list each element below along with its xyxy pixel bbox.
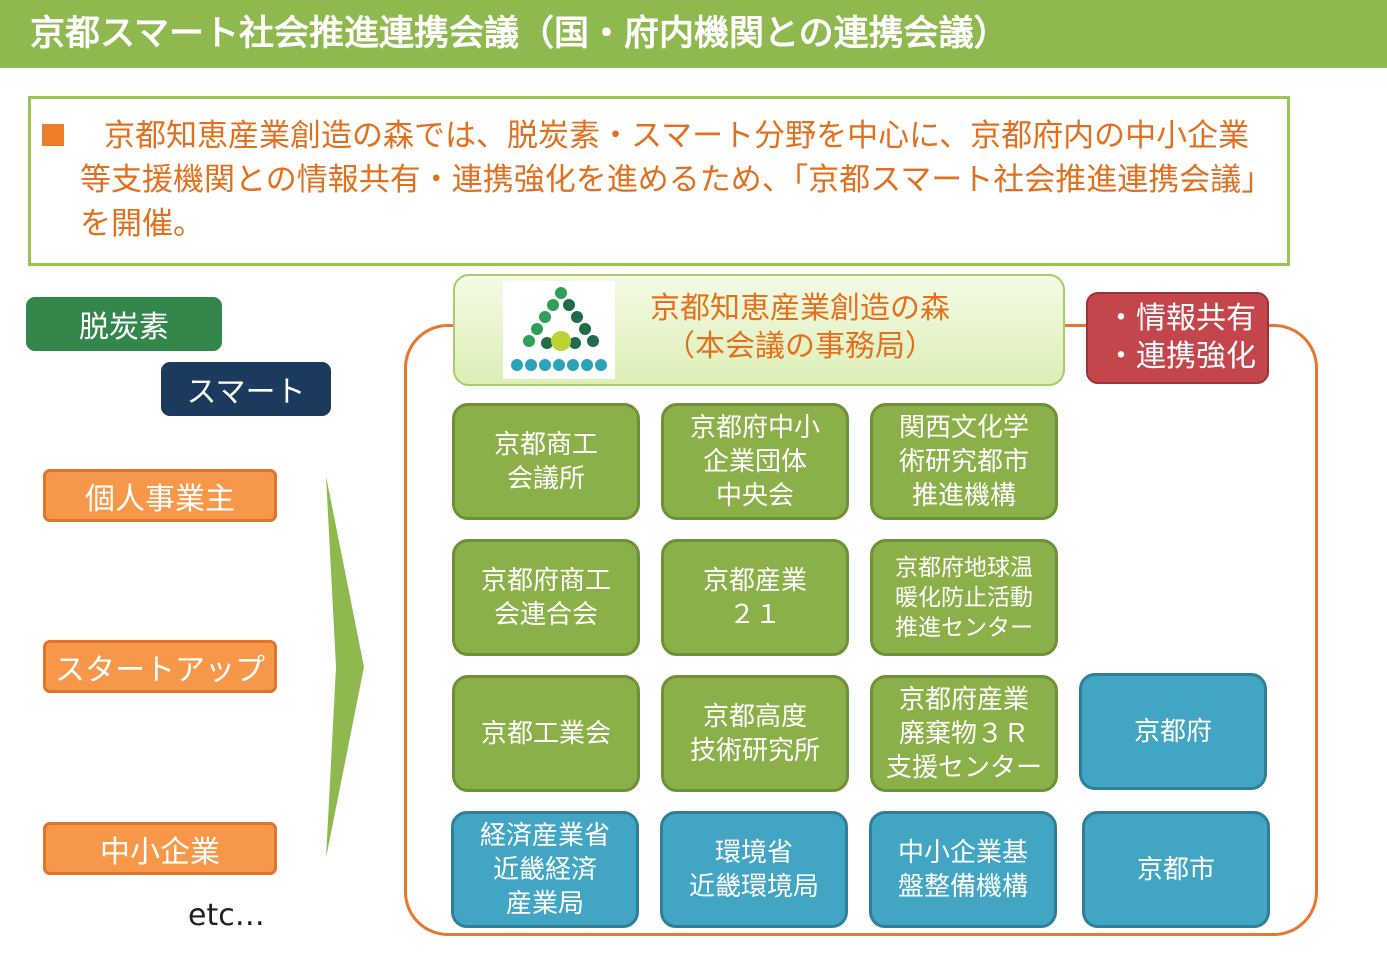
org-box: 京都商工 会議所 [452,403,640,520]
org-box: 環境省 近畿環境局 [660,811,848,928]
secretariat-text: 京都知恵産業創造の森 （本会議の事務局） [620,290,980,366]
arrow-right-icon [326,476,364,858]
info-item-cooperation: ・連携強化 [1106,339,1256,374]
org-label: 京都高度 技術研究所 [689,701,820,766]
org-label: 中小企業基 盤整備機構 [897,837,1028,902]
org-box: 京都府産業 廃棄物３Ｒ 支援センター [870,675,1058,792]
org-label: 京都産業 ２１ [702,565,807,630]
forest-logo-icon [503,281,615,379]
intro-text: 京都知恵産業創造の森では、脱炭素・スマート分野を中心に、京都府内の中小企業等支援… [80,118,1273,242]
segment-sole-proprietor: 個人事業主 [43,469,277,522]
etc-label: etc… [188,898,265,933]
org-box: 京都工業会 [452,675,640,792]
secretariat-role: （本会議の事務局） [665,329,935,364]
org-label: 京都府地球温 暖化防止活動 推進センター [895,554,1033,641]
org-box: 京都府中小 企業団体 中央会 [661,403,849,520]
info-sharing-box: ・情報共有 ・連携強化 [1086,292,1269,384]
org-box: 京都産業 ２１ [661,539,849,656]
org-box: 京都府商工 会連合会 [452,539,640,656]
org-box: 京都高度 技術研究所 [661,675,849,792]
org-box: 経済産業省 近畿経済 産業局 [451,811,639,928]
org-label: 経済産業省 近畿経済 産業局 [479,820,610,919]
field-tag-smart: スマート [161,362,331,416]
segment-sme: 中小企業 [43,822,277,875]
org-box: 京都府地球温 暖化防止活動 推進センター [870,539,1058,656]
org-label: 環境省 近畿環境局 [688,837,819,902]
org-label: 京都府 [1133,716,1212,747]
org-label: 京都商工 会議所 [493,429,598,494]
title-bar [0,0,1387,68]
org-label: 京都府中小 企業団体 中央会 [689,412,820,511]
page-title: 京都スマート社会推進連携会議（国・府内機関との連携会議） [30,14,1009,54]
info-item-sharing: ・情報共有 [1106,301,1256,336]
org-box: 中小企業基 盤整備機構 [869,811,1057,928]
secretariat-name: 京都知恵産業創造の森 [650,291,950,326]
segment-startup: スタートアップ [43,640,277,693]
bullet-square-icon [42,124,64,146]
org-box: 京都府 [1079,673,1267,790]
intro-box [28,96,1290,266]
org-label: 京都府産業 廃棄物３Ｒ 支援センター [885,684,1042,783]
org-label: 京都市 [1136,854,1215,885]
org-label: 京都工業会 [480,718,611,749]
field-tag-decarbonization: 脱炭素 [26,297,222,351]
org-box: 京都市 [1082,811,1270,928]
org-label: 関西文化学 術研究都市 推進機構 [898,412,1029,511]
org-box: 関西文化学 術研究都市 推進機構 [870,403,1058,520]
org-label: 京都府商工 会連合会 [480,565,611,630]
